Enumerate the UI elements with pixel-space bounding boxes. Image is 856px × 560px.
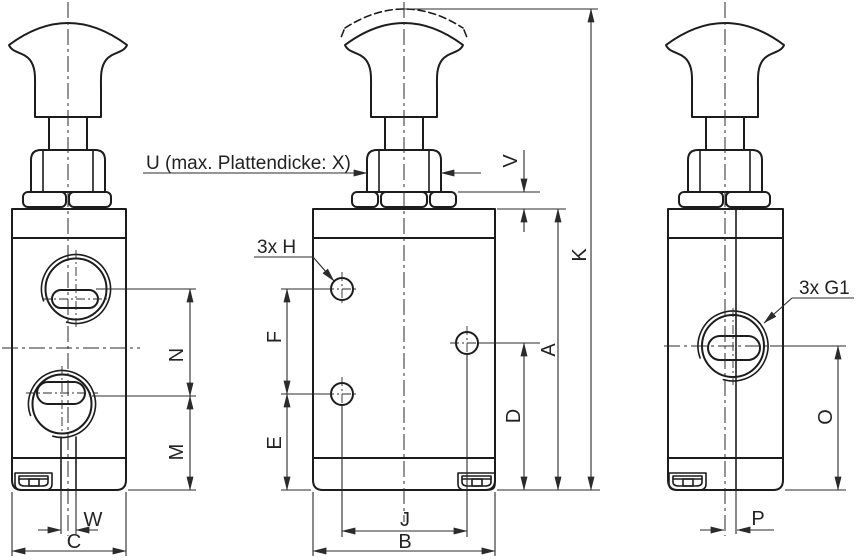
lock-nut-facet bbox=[68, 191, 112, 208]
dimensions bbox=[11, 8, 854, 556]
valve-body bbox=[11, 208, 127, 491]
dimension-E bbox=[281, 393, 311, 491]
dim-label-w: W bbox=[84, 509, 103, 531]
knob-pulled-position-tick bbox=[339, 29, 345, 41]
leader-3xG1 bbox=[763, 297, 854, 324]
dimension-W bbox=[38, 490, 98, 534]
hex-bushing bbox=[687, 149, 763, 193]
dim-label-f: F bbox=[264, 331, 286, 343]
port-thread-arc bbox=[697, 310, 769, 382]
u-note-label: U (max. Plattendicke: X) bbox=[146, 153, 351, 174]
dim-label-k: K bbox=[569, 248, 591, 262]
leader-3xH bbox=[254, 256, 335, 282]
lock-nut-facet bbox=[678, 191, 724, 208]
hex-bushing bbox=[30, 149, 106, 193]
knob-pulled-position-outline bbox=[344, 8, 464, 29]
dimension-K bbox=[404, 8, 598, 491]
centerlines bbox=[2, 2, 790, 536]
port-slot bbox=[51, 289, 99, 309]
dimension-P bbox=[700, 490, 774, 534]
dimension-F bbox=[281, 288, 329, 395]
port-thread-arc bbox=[27, 369, 97, 439]
lock-nut-facet bbox=[351, 191, 379, 208]
pull-knob bbox=[344, 22, 464, 118]
dimension-O bbox=[770, 345, 846, 491]
ports-note-label: 3x G1 bbox=[799, 278, 850, 299]
hex-bushing bbox=[366, 149, 442, 193]
dimension-C bbox=[11, 492, 127, 556]
dim-label-p: P bbox=[751, 508, 764, 530]
dimension-J bbox=[341, 354, 468, 537]
side-view bbox=[665, 22, 785, 491]
lock-nut-facet bbox=[725, 191, 771, 208]
front-view bbox=[312, 8, 496, 491]
hole-centermarks bbox=[325, 272, 484, 411]
dim-label-a: A bbox=[538, 343, 560, 357]
lock-nut-facet bbox=[22, 191, 67, 208]
dim-label-v: V bbox=[500, 154, 522, 168]
dimension-N bbox=[92, 288, 196, 397]
lock-nut-facet bbox=[429, 191, 457, 208]
port-thread-arc bbox=[40, 253, 112, 325]
mounting-clip-detail bbox=[457, 472, 496, 491]
holes-note-label: 3x H bbox=[257, 237, 296, 258]
dim-label-o: O bbox=[815, 409, 837, 425]
dimension-M bbox=[128, 395, 196, 491]
mounting-clip-detail bbox=[14, 472, 53, 491]
dim-label-m: M bbox=[166, 444, 188, 461]
port-slot bbox=[707, 335, 761, 361]
dim-label-n: N bbox=[166, 348, 188, 362]
dim-label-b: B bbox=[398, 531, 411, 553]
dim-label-c: C bbox=[67, 531, 81, 553]
mounting-clip-detail bbox=[668, 472, 707, 491]
labels: U (max. Plattendicke: X) 3x H 3x G1 V K … bbox=[67, 153, 850, 553]
pull-knob bbox=[665, 22, 785, 118]
knob-pulled-position-tick bbox=[463, 29, 469, 41]
dimension-B bbox=[312, 492, 496, 556]
dim-label-d: D bbox=[503, 409, 525, 423]
dim-label-j: J bbox=[400, 509, 410, 531]
dim-label-e: E bbox=[264, 436, 286, 449]
dimension-D bbox=[480, 342, 600, 491]
pull-knob bbox=[8, 22, 128, 118]
